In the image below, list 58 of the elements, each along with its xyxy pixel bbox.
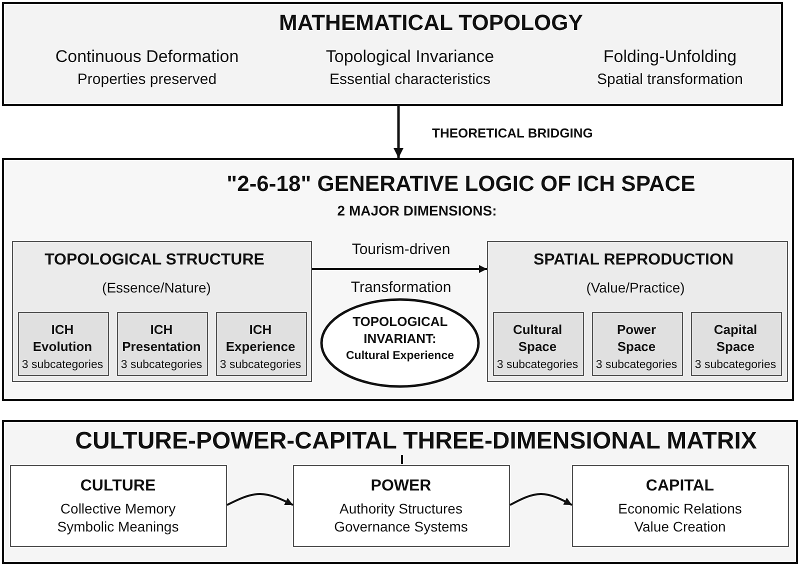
invariant-ellipse bbox=[320, 298, 480, 388]
arrow bbox=[394, 106, 404, 158]
dimension-title: CULTURE bbox=[80, 476, 156, 496]
framework-panel bbox=[2, 158, 794, 401]
category-panel bbox=[12, 241, 312, 382]
subcategory-count: 3 subcategories bbox=[596, 359, 678, 373]
dimension-box bbox=[293, 465, 510, 547]
concept-description: Essential characteristics bbox=[330, 71, 490, 89]
panel-title: CULTURE-POWER-CAPITAL THREE-DIMENSIONAL MATRIX bbox=[75, 428, 757, 456]
matrix-panel bbox=[2, 420, 798, 564]
panel-subtitle: 2 MAJOR DIMENSIONS: bbox=[337, 202, 497, 220]
subcategory-count: 3 subcategories bbox=[220, 359, 302, 373]
panel-title: MATHEMATICAL TOPOLOGY bbox=[279, 9, 583, 36]
subcategory-title: Capital Space bbox=[714, 320, 758, 354]
category-title: TOPOLOGICAL STRUCTURE bbox=[44, 250, 264, 270]
dimension-title: CAPITAL bbox=[646, 476, 714, 496]
concept-title: Folding-Unfolding bbox=[603, 46, 737, 68]
subcategory-count: 3 subcategories bbox=[694, 359, 776, 373]
concept-title: Continuous Deformation bbox=[55, 46, 239, 68]
dimension-box bbox=[10, 465, 227, 547]
subcategory-title: Power Space bbox=[617, 320, 656, 354]
dimension-item: Authority Structures bbox=[340, 500, 462, 517]
invariant-title: TOPOLOGICAL INVARIANT: bbox=[352, 312, 448, 346]
subcategory-box bbox=[116, 312, 208, 376]
edge-label: Tourism-driven Transformation bbox=[350, 240, 452, 298]
subcategory-count: 3 subcategories bbox=[496, 359, 578, 373]
dimension-title: POWER bbox=[370, 476, 432, 496]
arrow bbox=[226, 493, 294, 506]
subcategory-count: 3 subcategories bbox=[22, 359, 104, 373]
dimension-box bbox=[572, 465, 789, 547]
concept-title: Topological Invariance bbox=[326, 46, 494, 68]
concept-description: Spatial transformation bbox=[597, 71, 743, 89]
category-note: (Value/Practice) bbox=[586, 279, 685, 296]
subcategory-box bbox=[18, 312, 108, 376]
arrow bbox=[510, 493, 572, 506]
subcategory-box bbox=[492, 312, 584, 376]
concept-description: Properties preserved bbox=[77, 71, 217, 89]
dimension-item: Economic Relations bbox=[618, 500, 742, 517]
topology-panel bbox=[2, 2, 783, 106]
panel-title: "2-6-18" GENERATIVE LOGIC OF ICH SPACE bbox=[226, 170, 696, 198]
subcategory-title: Cultural Space bbox=[512, 320, 562, 354]
dimension-item: Collective Memory bbox=[60, 500, 176, 517]
subcategory-count: 3 subcategories bbox=[120, 359, 202, 373]
dimension-item: Value Creation bbox=[634, 518, 726, 535]
edge-label: THEORETICAL BRIDGING bbox=[432, 126, 593, 140]
dimension-item: Symbolic Meanings bbox=[57, 518, 179, 535]
category-note: (Essence/Nature) bbox=[102, 279, 211, 296]
subcategory-box bbox=[690, 312, 782, 376]
dimension-item: Governance Systems bbox=[334, 518, 468, 535]
category-panel bbox=[487, 241, 788, 382]
subcategory-box bbox=[216, 312, 306, 376]
invariant-subtitle: Cultural Experience bbox=[346, 350, 454, 364]
subcategory-title: ICH Presentation bbox=[122, 320, 201, 354]
subcategory-title: ICH Experience bbox=[226, 320, 296, 354]
arrow bbox=[312, 265, 487, 273]
subcategory-title: ICH Evolution bbox=[32, 320, 92, 354]
subcategory-box bbox=[592, 312, 682, 376]
category-title: SPATIAL REPRODUCTION bbox=[534, 250, 734, 270]
